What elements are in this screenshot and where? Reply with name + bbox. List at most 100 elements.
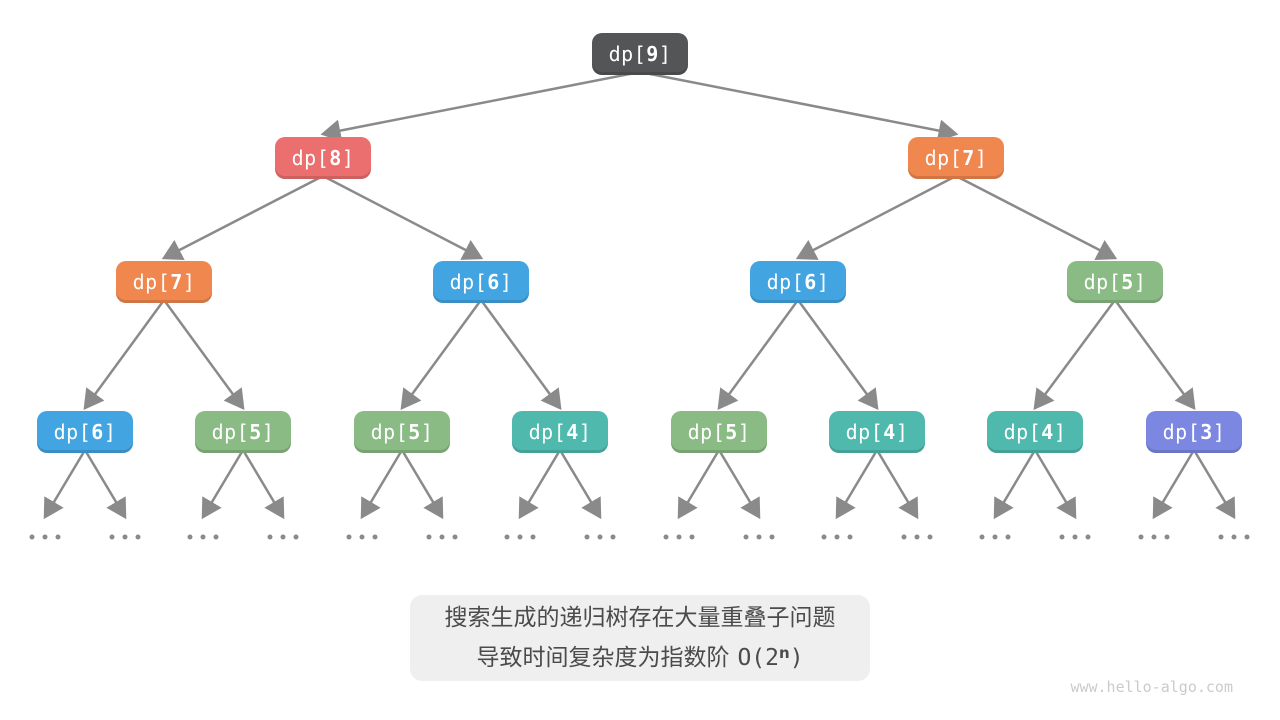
node-label-part: ] <box>895 420 909 444</box>
ellipsis-dot <box>610 534 616 540</box>
node-label-part: ] <box>103 420 117 444</box>
ellipsis <box>501 534 540 540</box>
tree-edge-arrow <box>795 174 957 260</box>
node-label-part: ] <box>737 420 751 444</box>
tree-node-dp-7: dp[7] <box>908 137 1004 179</box>
complexity-formula-exponent: n <box>779 643 790 662</box>
tree-node-dp-4: dp[4] <box>987 411 1083 453</box>
tree-edge-arrow <box>400 299 483 411</box>
watermark: www.hello-algo.com <box>1070 678 1233 696</box>
tree-node-dp-4: dp[4] <box>512 411 608 453</box>
tree-edge-arrow <box>479 299 562 411</box>
node-label-part: 7 <box>170 270 183 294</box>
node-label-part: 4 <box>566 420 579 444</box>
tree-edge-arrow <box>1152 449 1196 520</box>
tree-edge-arrow <box>43 449 87 520</box>
node-label-part: dp[ <box>1083 270 1122 294</box>
node-label-part: ] <box>420 420 434 444</box>
ellipsis-dot <box>1218 534 1224 540</box>
ellipsis <box>26 534 65 540</box>
ellipsis-dot <box>530 534 536 540</box>
ellipsis-dot <box>517 534 523 540</box>
ellipsis-dot <box>293 534 299 540</box>
node-label-part: dp[ <box>1162 420 1201 444</box>
node-label-part: 5 <box>725 420 738 444</box>
node-label-part: ] <box>182 270 196 294</box>
ellipsis <box>1215 534 1254 540</box>
node-label-part: 7 <box>962 146 975 170</box>
caption-text-1: 搜索生成的递归树存在大量重叠子问题 <box>444 604 836 631</box>
caption-text-2: 导致时间复杂度为指数阶 <box>476 644 730 671</box>
ellipsis <box>264 534 303 540</box>
node-label-part: 4 <box>883 420 896 444</box>
tree-edge-arrow <box>875 449 919 520</box>
node-label-part: 6 <box>487 270 500 294</box>
node-label-part: ] <box>816 270 830 294</box>
tree-edge-arrow <box>835 449 879 520</box>
ellipsis-dot <box>135 534 141 540</box>
tree-edge-arrow <box>677 449 721 520</box>
tree-node-dp-5: dp[5] <box>195 411 291 453</box>
node-label-part: dp[ <box>370 420 409 444</box>
ellipsis <box>898 534 937 540</box>
tree-edge-arrow <box>717 299 800 411</box>
ellipsis-dot <box>452 534 458 540</box>
ellipsis <box>1135 534 1174 540</box>
tree-edge-arrow <box>796 299 879 411</box>
node-label-part: 5 <box>1121 270 1134 294</box>
ellipsis <box>343 534 382 540</box>
tree-edge-arrow <box>639 70 959 142</box>
tree-edge-arrow <box>201 449 245 520</box>
ellipsis-dot <box>109 534 115 540</box>
tree-node-dp-8: dp[8] <box>275 137 371 179</box>
ellipsis-dot <box>1231 534 1237 540</box>
ellipsis-dot <box>504 534 510 540</box>
tree-edge-arrow <box>241 449 285 520</box>
node-label-part: dp[ <box>766 270 805 294</box>
node-label-part: dp[ <box>608 42 647 66</box>
tree-node-dp-7: dp[7] <box>116 261 212 303</box>
node-label-part: ] <box>341 146 355 170</box>
tree-node-dp-4: dp[4] <box>829 411 925 453</box>
ellipsis <box>740 534 779 540</box>
complexity-formula-prefix: O(2 <box>737 644 779 671</box>
ellipsis-dot <box>743 534 749 540</box>
ellipsis-dot <box>1005 534 1011 540</box>
tree-edge-arrow <box>360 449 404 520</box>
ellipsis-dot <box>756 534 762 540</box>
ellipsis-dot <box>1138 534 1144 540</box>
tree-node-dp-5: dp[5] <box>354 411 450 453</box>
node-label-part: dp[ <box>1003 420 1042 444</box>
node-label-part: ] <box>499 270 513 294</box>
ellipsis <box>660 534 699 540</box>
ellipsis-dot <box>597 534 603 540</box>
tree-edge-arrow <box>1033 299 1117 411</box>
node-label-part: dp[ <box>291 146 330 170</box>
node-label-part: 9 <box>646 42 659 66</box>
ellipsis-dot <box>426 534 432 540</box>
ellipsis-dot <box>213 534 219 540</box>
tree-edge-arrow <box>518 449 562 520</box>
ellipsis-dot <box>769 534 775 540</box>
node-label-part: dp[ <box>845 420 884 444</box>
ellipsis-dot <box>55 534 61 540</box>
ellipsis-dot <box>42 534 48 540</box>
ellipsis-dot <box>1151 534 1157 540</box>
tree-node-dp-9: dp[9] <box>592 33 688 75</box>
ellipsis-dot <box>992 534 998 540</box>
tree-edge-arrow <box>322 174 484 260</box>
tree-node-dp-6: dp[6] <box>750 261 846 303</box>
tree-edge-arrow <box>83 299 166 411</box>
ellipsis-dot <box>689 534 695 540</box>
ellipsis-dot <box>834 534 840 540</box>
node-label-part: 6 <box>804 270 817 294</box>
node-label-part: ] <box>261 420 275 444</box>
ellipsis-dot <box>439 534 445 540</box>
ellipsis-dot <box>372 534 378 540</box>
node-label-part: ] <box>974 146 988 170</box>
ellipsis <box>106 534 145 540</box>
tree-edge-arrow <box>320 70 641 142</box>
tree-edge-arrow <box>400 449 444 520</box>
ellipsis <box>581 534 620 540</box>
